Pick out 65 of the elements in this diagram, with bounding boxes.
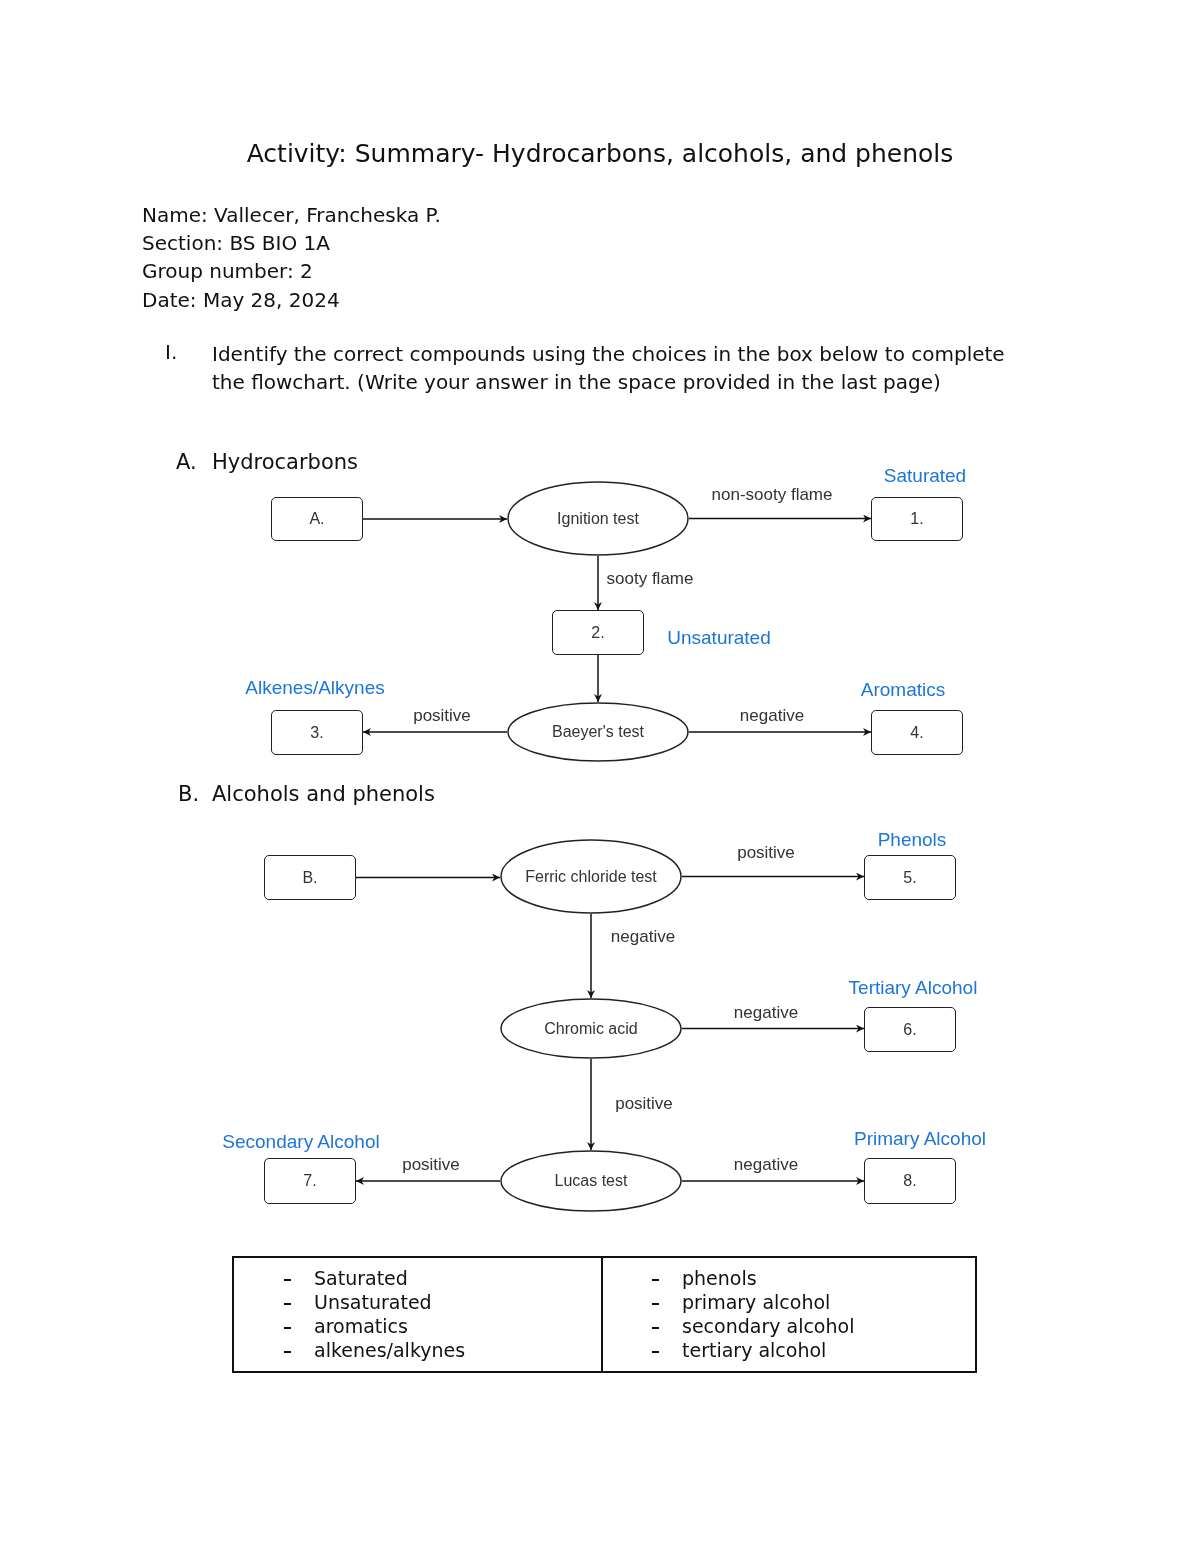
- date-info: Date: May 28, 2024: [142, 288, 340, 312]
- section-info: Section: BS BIO 1A: [142, 231, 330, 255]
- choice-item: primary alcohol: [682, 1291, 831, 1314]
- arrow: [587, 913, 595, 999]
- section-heading: Hydrocarbons: [212, 450, 359, 476]
- edge-label: negative: [610, 927, 676, 947]
- answer-text: Phenols: [877, 829, 947, 851]
- instruction-text: Identify the correct compounds using the choices in the box below to complete the flowchart. (Write your answer in the space provided in the last page): [212, 341, 1006, 396]
- arrow: [681, 1024, 865, 1033]
- choice-item: phenols: [682, 1267, 757, 1290]
- answer-box: 8.: [864, 1158, 956, 1204]
- test-ellipse: Chromic acid: [500, 998, 682, 1059]
- start-box: B.: [264, 855, 356, 900]
- answer-box: 6.: [864, 1007, 956, 1052]
- start-box: A.: [271, 497, 363, 541]
- arrow: [355, 873, 501, 882]
- edge-label: sooty flame: [606, 569, 694, 589]
- answer-box: 7.: [264, 1158, 356, 1204]
- test-ellipse: Ignition test: [507, 481, 689, 556]
- edge-label: negative: [739, 706, 805, 726]
- arrow: [688, 514, 872, 523]
- answer-box: 3.: [271, 710, 363, 755]
- answer-text: Tertiary Alcohol: [848, 977, 978, 999]
- answer-box: 1.: [871, 497, 963, 541]
- edge-label: positive: [737, 843, 795, 863]
- answer-text: Alkenes/Alkynes: [245, 677, 385, 699]
- answer-box: 5.: [864, 855, 956, 900]
- arrow: [362, 728, 508, 736]
- page-title: Activity: Summary- Hydrocarbons, alcohols, and phenols: [245, 139, 955, 169]
- test-ellipse: Baeyer's test: [507, 702, 689, 762]
- answer-box: 2.: [552, 610, 644, 655]
- section-letter: A.: [176, 450, 197, 476]
- group-number: Group number: 2: [142, 259, 313, 283]
- edge-label: negative: [733, 1155, 799, 1175]
- choice-item: secondary alcohol: [682, 1315, 855, 1338]
- choice-item: Saturated: [314, 1267, 408, 1290]
- choice-item: tertiary alcohol: [682, 1339, 827, 1362]
- arrow: [681, 1177, 865, 1185]
- arrow: [594, 555, 602, 611]
- answer-text: Primary Alcohol: [854, 1128, 986, 1150]
- arrow: [688, 728, 872, 736]
- student-name: Name: Vallecer, Francheska P.: [142, 203, 441, 227]
- edge-label: positive: [413, 706, 471, 726]
- edge-label: positive: [402, 1155, 460, 1175]
- edge-label: positive: [615, 1094, 673, 1114]
- arrow: [681, 872, 865, 881]
- arrow: [587, 1058, 595, 1151]
- arrow: [594, 654, 602, 703]
- answer-text: Aromatics: [860, 679, 946, 701]
- section-heading: Alcohols and phenols: [212, 782, 435, 808]
- test-ellipse: Ferric chloride test: [500, 839, 682, 914]
- test-ellipse: Lucas test: [500, 1150, 682, 1212]
- edge-label: non-sooty flame: [711, 485, 833, 505]
- arrow: [355, 1177, 501, 1185]
- choice-item: Unsaturated: [314, 1291, 432, 1314]
- edge-label: negative: [733, 1003, 799, 1023]
- section-letter: B.: [178, 782, 200, 808]
- list-number: I.: [165, 340, 178, 364]
- answer-text: Saturated: [883, 465, 967, 487]
- answer-text: Unsaturated: [667, 627, 771, 649]
- answer-text: Secondary Alcohol: [222, 1131, 380, 1153]
- answer-box: 4.: [871, 710, 963, 755]
- arrow: [362, 515, 508, 523]
- choice-item: aromatics: [314, 1315, 408, 1338]
- choice-item: alkenes/alkynes: [314, 1339, 466, 1362]
